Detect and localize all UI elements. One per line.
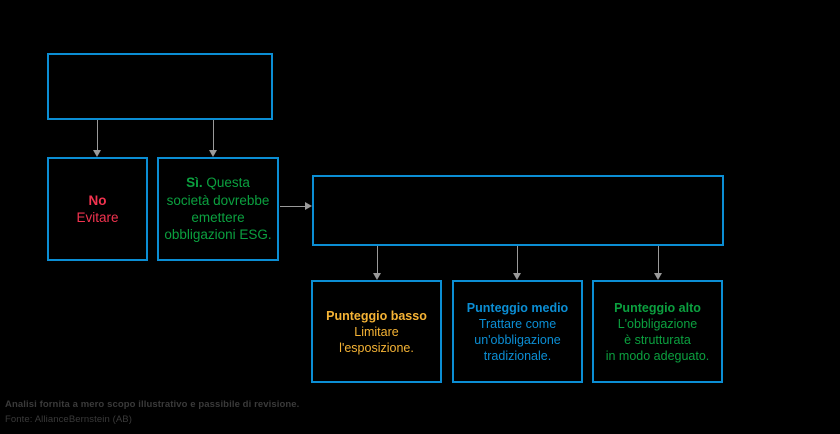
arrow-middle-to-low-score [373,246,381,280]
arrow-top-to-no [93,120,101,157]
arrow-middle-to-high-score [654,246,662,280]
flow-box-score-medium-title: Punteggio medio [466,300,569,315]
arrow-top-to-si [209,120,217,157]
footer-disclaimer: Analisi fornita a mero scopo illustrativ… [5,399,300,410]
flow-box-no: No Evitare [47,157,148,261]
footer-source: Fonte: AllianceBernstein (AB) [5,413,132,425]
arrow-middle-to-medium-score [513,246,521,280]
arrow-si-to-middle [280,202,312,210]
flow-box-score-high: Punteggio alto L'obbligazione è struttur… [592,280,723,383]
flow-box-score-medium-line2: un'obbligazione [474,332,561,347]
flow-box-score-medium-line1: Trattare come [478,316,557,331]
footer: Analisi fornita a mero scopo illustrativ… [5,398,705,427]
flow-box-score-medium-line3: tradizionale. [483,348,552,363]
flow-box-no-body: Evitare [76,210,119,225]
flow-box-si-line1: Sì. Questa [186,174,250,191]
flow-box-score-low: Punteggio basso Limitare l'esposizione. [311,280,442,383]
flow-box-si-line3: emettere [191,210,245,225]
flow-box-top [47,53,273,120]
flow-box-no-title: No [88,192,107,208]
flow-box-score-high-line1: L'obbligazione [617,316,698,331]
flow-box-score-high-title: Punteggio alto [614,300,701,315]
flow-box-score-low-line2: l'esposizione. [339,340,414,355]
flow-box-score-low-title: Punteggio basso [326,308,427,323]
flow-box-si-title: Sì. [186,175,203,191]
flow-box-middle [312,175,724,246]
flow-box-si-line4: obbligazioni ESG. [164,227,272,243]
flow-box-score-low-line1: Limitare [354,324,399,339]
flow-box-si-line1-rest: Questa [202,175,250,191]
flow-box-score-high-line3: in modo adeguato. [605,348,710,363]
flow-box-score-high-line2: è strutturata [624,332,691,347]
flow-box-si: Sì. Questa società dovrebbe emettere obb… [157,157,279,261]
flow-box-score-medium: Punteggio medio Trattare come un'obbliga… [452,280,583,383]
flow-box-si-line2: società dovrebbe [166,192,270,208]
